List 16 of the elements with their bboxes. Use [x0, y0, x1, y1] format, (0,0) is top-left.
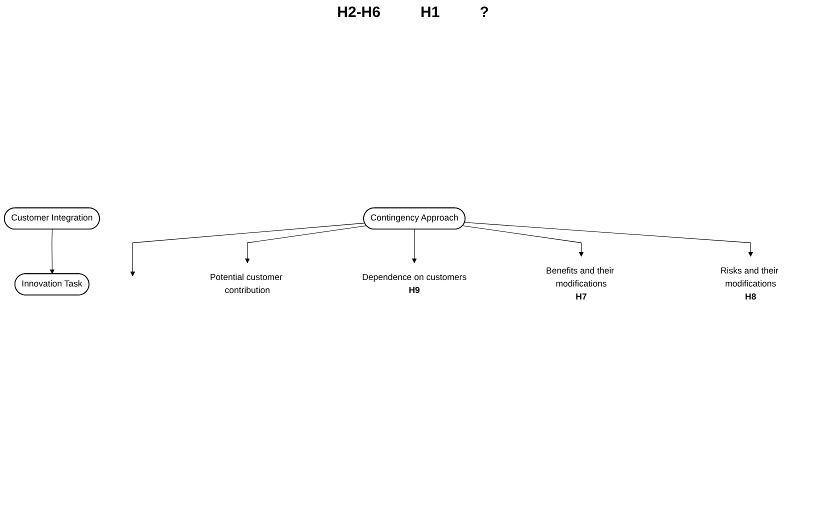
hypothesis-label: H1 — [420, 4, 440, 21]
node-text: Dependence on customers — [362, 272, 467, 282]
node-label: H9 — [408, 286, 420, 296]
arrow — [244, 225, 367, 264]
node-text: Benefits and their modifications — [546, 266, 614, 289]
arrow — [50, 229, 55, 274]
node-text: Potential customer contribution — [210, 272, 282, 296]
hypothesis-label: H2-H6 — [337, 4, 380, 21]
node-label: H7 — [576, 292, 587, 302]
arrow — [462, 225, 584, 257]
node-label: H8 — [745, 292, 756, 302]
arrow — [130, 222, 366, 276]
node-text: Risks and their modifications — [720, 266, 778, 289]
hypothesis-label: ? — [480, 4, 489, 21]
arrow — [464, 222, 754, 257]
arrow — [412, 229, 417, 264]
